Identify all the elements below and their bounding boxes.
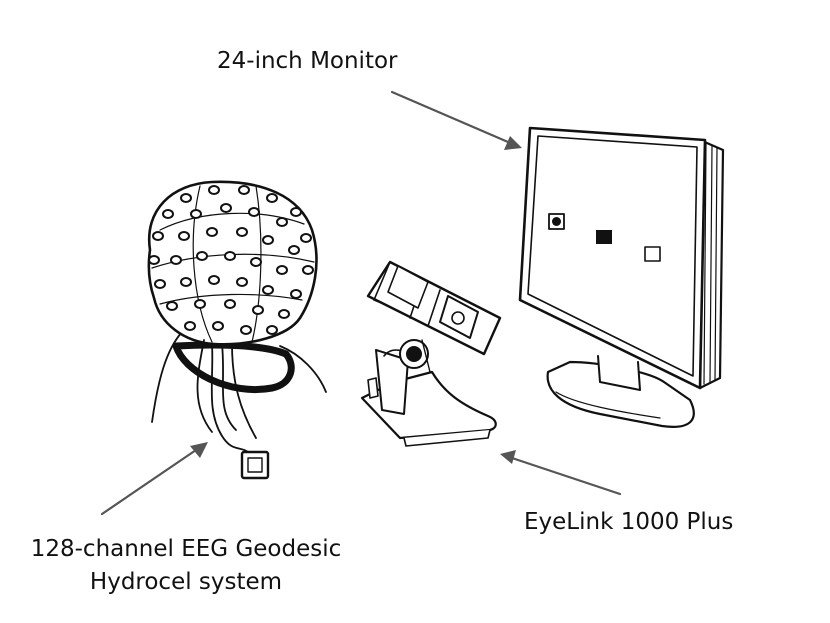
arrow-to-eyelink-head xyxy=(500,450,516,464)
eeg-label-line-1: 128-channel EEG Geodesic xyxy=(30,536,342,562)
stimulus-fixation-dot xyxy=(552,217,561,226)
arrow-to-eeg-head xyxy=(190,442,208,458)
monitor-stand-neck xyxy=(597,355,641,391)
arrow-to-monitor-head xyxy=(504,136,522,150)
eeg-connector xyxy=(240,450,270,480)
subject-head xyxy=(147,180,318,346)
subject-shoulders xyxy=(151,331,327,423)
callout-arrows xyxy=(100,90,622,516)
eyelink-mount xyxy=(375,349,409,415)
eeg-cables xyxy=(196,339,257,453)
arrow-to-eeg xyxy=(100,448,198,516)
monitor-illustration xyxy=(518,126,725,428)
arrow-to-monitor xyxy=(390,90,510,144)
eyelink-label: EyeLink 1000 Plus xyxy=(524,509,734,535)
arrow-to-eyelink xyxy=(510,456,622,496)
eeg-illustration xyxy=(147,180,327,480)
stimulus-filled-square xyxy=(596,230,612,244)
eeg-electrodes xyxy=(148,185,314,335)
monitor-screen xyxy=(527,135,698,377)
eyelink-illuminator xyxy=(387,265,429,309)
eyelink-illustration xyxy=(360,260,502,447)
eeg-label: 128-channel EEG Geodesic Hydrocel system xyxy=(0,533,372,599)
eeg-label-line-2: Hydrocel system xyxy=(89,569,283,595)
stimulus-empty-square xyxy=(644,246,661,262)
monitor-label: 24-inch Monitor xyxy=(217,48,398,74)
